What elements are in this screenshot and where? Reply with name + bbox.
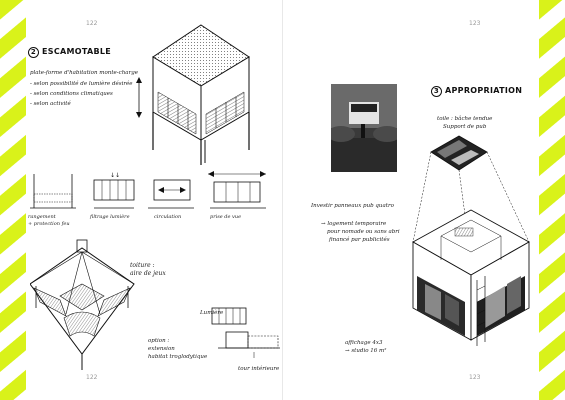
panneaux-label: Investir panneaux pub quatro [311, 203, 394, 209]
strip-label-rangement: rangement [28, 214, 56, 220]
strip-label-prise: prise de vue [210, 214, 242, 220]
perspective-interior-drawing [30, 239, 135, 370]
page-number-top: 122 [86, 20, 98, 27]
right-hazard-stripes [539, 0, 565, 400]
strip-label-circulation: circulation [154, 214, 182, 220]
logement-line1: → logement temporaire [321, 221, 387, 227]
affichage-line2: → studio 16 m² [345, 348, 387, 354]
page-number-bottom: 123 [469, 374, 481, 381]
book-spine [282, 0, 283, 400]
option-line3: habitat troglodytique [148, 354, 208, 360]
page-number-bottom: 122 [86, 374, 98, 381]
exploded-billboard-cube [412, 135, 530, 346]
billboard-photo [331, 84, 397, 172]
isometric-cube-illustration [136, 24, 250, 165]
section-number: 2 [28, 47, 39, 58]
tour-label: tour intérieure [238, 366, 280, 372]
note-line: - selon activité [30, 101, 71, 107]
page-number-top: 123 [469, 20, 481, 27]
logement-line3: financé par publicités [329, 237, 390, 243]
toile-line2: Support de pub [443, 124, 487, 130]
section-title-text: ESCAMOTABLE [42, 47, 112, 56]
note-line: plate-forme d'habitation monte-charge [30, 70, 138, 76]
lumiere-label: Lumière [200, 310, 224, 316]
svg-text:↓↓: ↓↓ [110, 172, 120, 179]
roof-label-line2: aire de jeux [130, 270, 166, 277]
note-line: - selon possibilité de lumière désirée [30, 81, 133, 87]
affichage-line1: affichage 4x3 [345, 340, 383, 346]
toile-line1: toile : bâche tendue [437, 116, 493, 122]
section-title-text: APPROPRIATION [445, 86, 523, 95]
left-hazard-stripes [0, 0, 26, 400]
roof-label-line1: toiture : [130, 262, 155, 269]
note-line: - selon conditions climatiques [30, 91, 113, 97]
section-strip-diagrams: ↓↓ [30, 171, 266, 209]
strip-label-filtrage: filtrage lumière [90, 214, 130, 220]
extension-diagram [211, 307, 280, 358]
logement-line2: pour nomade ou sans abri [327, 229, 400, 235]
option-line1: option : [148, 338, 170, 344]
option-line2: extension [148, 346, 175, 352]
strip-label-protection: + protection feu [28, 221, 70, 227]
section-number: 3 [431, 86, 442, 97]
